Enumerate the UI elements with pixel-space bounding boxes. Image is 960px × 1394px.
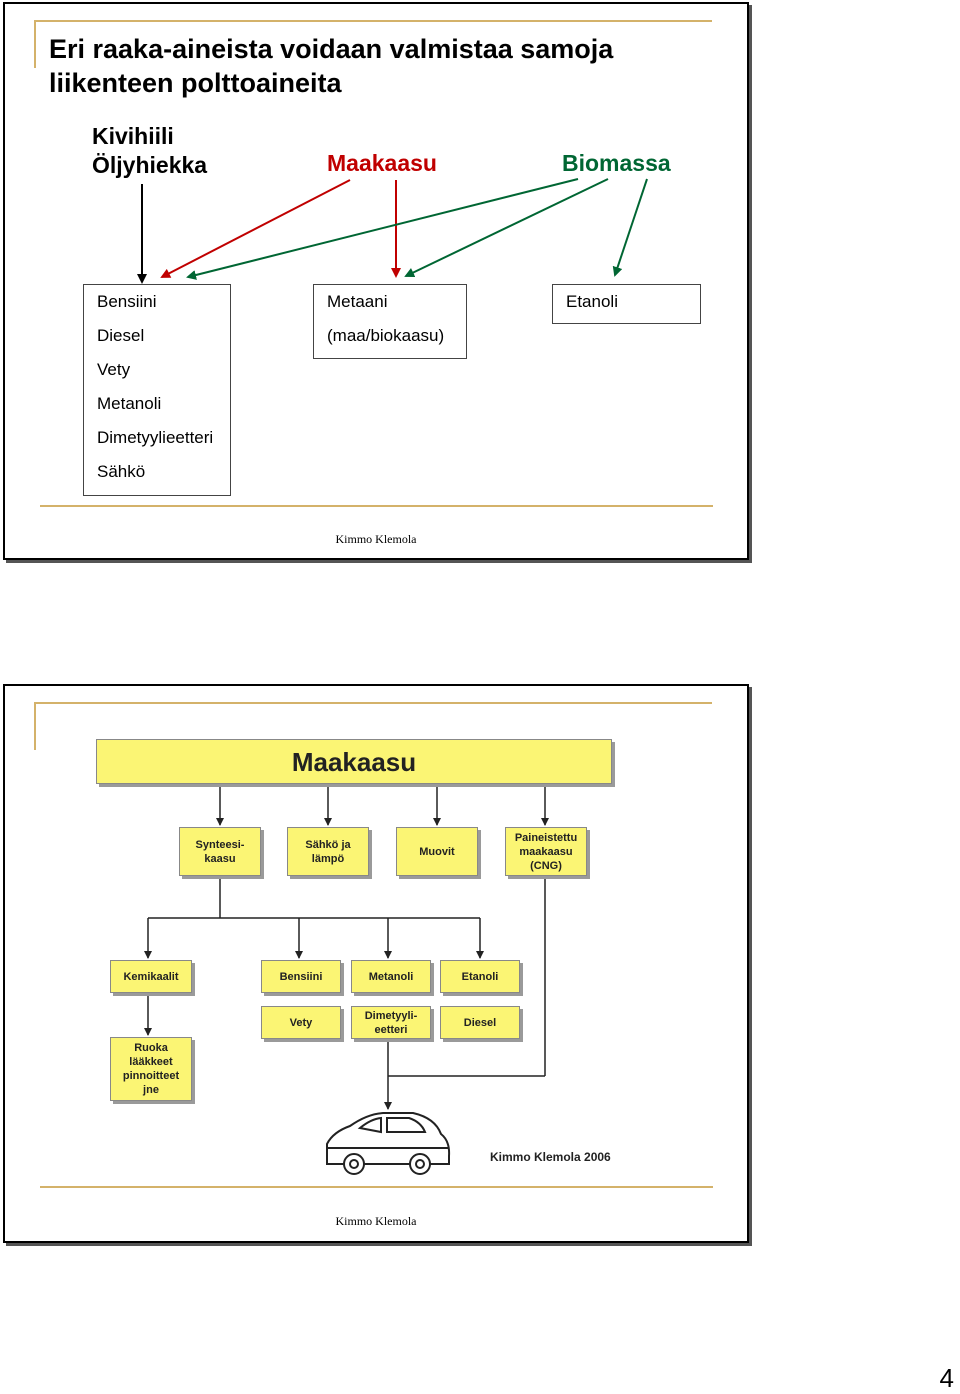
arrow-biomassa-to-metaani [404, 178, 609, 278]
metaani-item: Metaani [327, 292, 388, 311]
flow-arrows [137, 178, 648, 284]
gold-rule-side [34, 702, 36, 750]
etanoli-box: Etanoli [440, 960, 520, 993]
kemikaalit-box: Kemikaalit [110, 960, 192, 993]
gold-rule-top [34, 702, 712, 704]
gold-rule-bottom [40, 1186, 713, 1188]
gold-rule-side [34, 20, 36, 68]
source-oljyhiekka: Öljyhiekka [92, 152, 208, 178]
fuel-item: Dimetyylieetteri [97, 428, 214, 447]
page-number: 4 [939, 1363, 954, 1393]
car-icon [326, 1112, 451, 1175]
source-maakaasu: Maakaasu [327, 150, 437, 176]
synteesikaasu-box: Synteesi- kaasu [179, 827, 261, 876]
arrow-biomassa-to-fuels [186, 178, 579, 280]
metanoli-box: Metanoli [351, 960, 431, 993]
maakaasu-box: Maakaasu [96, 739, 612, 784]
metaani-box: Metaani (maa/biokaasu) [313, 284, 467, 359]
fuel-item: Vety [97, 360, 131, 379]
gold-rule-top [34, 20, 712, 22]
arrow-maakaasu-to-fuels [160, 179, 351, 278]
muovit-box: Muovit [396, 827, 478, 876]
fuel-item: Metanoli [97, 394, 162, 413]
dimetyylieetteri-box: Dimetyyli- eetteri [351, 1006, 431, 1039]
slide-footer: Kimmo Klemola [335, 1214, 417, 1228]
diesel-box: Diesel [440, 1006, 520, 1039]
vety-box: Vety [261, 1006, 341, 1039]
source-biomassa: Biomassa [562, 150, 671, 176]
gold-rule-bottom [40, 505, 713, 507]
arrow-biomassa-to-etanoli [612, 178, 648, 277]
diagram-connectors [144, 784, 549, 1175]
source-kivihiili: Kivihiili Öljyhiekka [92, 123, 208, 178]
fuel-item: Sähkö [97, 462, 146, 481]
sahko-ja-lampo-box: Sähkö ja lämpö [287, 827, 369, 876]
fuel-item: Bensiini [97, 292, 157, 311]
author-credit: Kimmo Klemola 2006 [490, 1150, 611, 1164]
slide-1: Eri raaka-aineista voidaan valmistaa sam… [3, 2, 749, 560]
bensiini-box: Bensiini [261, 960, 341, 993]
ruoka-laakkeet-box: Ruoka lääkkeet pinnoitteet jne [110, 1037, 192, 1101]
cng-box: Paineistettu maakaasu (CNG) [505, 827, 587, 876]
fuel-item: Diesel [97, 326, 145, 345]
slide-title: Eri raaka-aineista voidaan valmistaa sam… [49, 34, 614, 98]
etanoli-item: Etanoli [566, 292, 618, 311]
slide-footer: Kimmo Klemola [335, 532, 417, 546]
etanoli-box: Etanoli [552, 284, 701, 324]
slide-2: Maakaasu Synteesi- kaasu Sähkö ja lämpö … [3, 684, 749, 1243]
metaani-item: (maa/biokaasu) [327, 326, 445, 345]
